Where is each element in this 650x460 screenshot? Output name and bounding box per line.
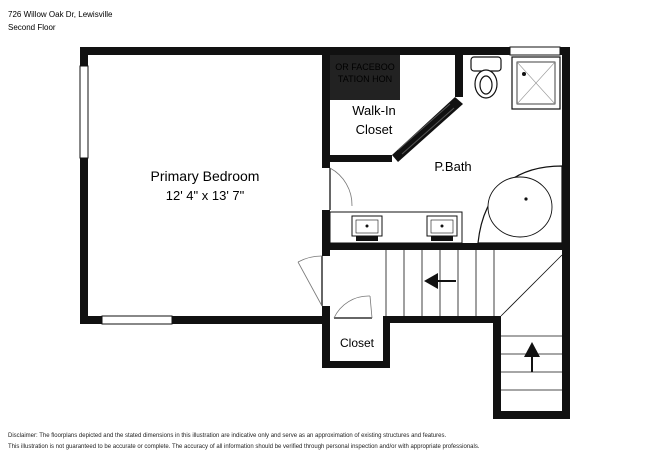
disclaimer-line-2: This illustration is not guaranteed to b… (8, 444, 480, 450)
arrow-up-icon (524, 342, 540, 372)
bath-door[interactable] (322, 167, 353, 210)
window-bottom (101, 315, 173, 325)
watermark-line-2: TATION HON (338, 74, 392, 84)
primary-bedroom-dims: 12' 4" x 13' 7" (166, 188, 245, 203)
watermark-block (330, 54, 400, 100)
closet-door[interactable] (333, 295, 374, 324)
property-address: 726 Willow Oak Dr, Lewisville (8, 10, 113, 19)
walk-in-closet-label-1: Walk-In (352, 103, 396, 118)
floor-label: Second Floor (8, 23, 56, 32)
window-top-right (509, 46, 561, 56)
disclaimer-line-1: Disclaimer: The floorplans depicted and … (8, 433, 447, 439)
bathtub-icon (477, 165, 563, 244)
vanity-counter (329, 211, 463, 244)
primary-bedroom-label: Primary Bedroom (151, 168, 260, 184)
window-left (79, 65, 89, 159)
shower-icon (511, 56, 561, 110)
walk-in-closet-label-2: Closet (356, 122, 393, 137)
bath-label: P.Bath (434, 159, 471, 174)
closet-label: Closet (340, 336, 375, 350)
toilet-icon (470, 56, 502, 99)
watermark-line-1: OR FACEBOO (335, 62, 395, 72)
sink-icon-right (426, 215, 458, 241)
staircase-upper (385, 250, 563, 317)
closet-sliding-door[interactable] (397, 103, 451, 151)
closet-diagonal-wall (392, 97, 463, 162)
bedroom-door[interactable] (297, 255, 330, 307)
sink-icon-left (351, 215, 383, 241)
arrow-left-icon (424, 273, 456, 289)
